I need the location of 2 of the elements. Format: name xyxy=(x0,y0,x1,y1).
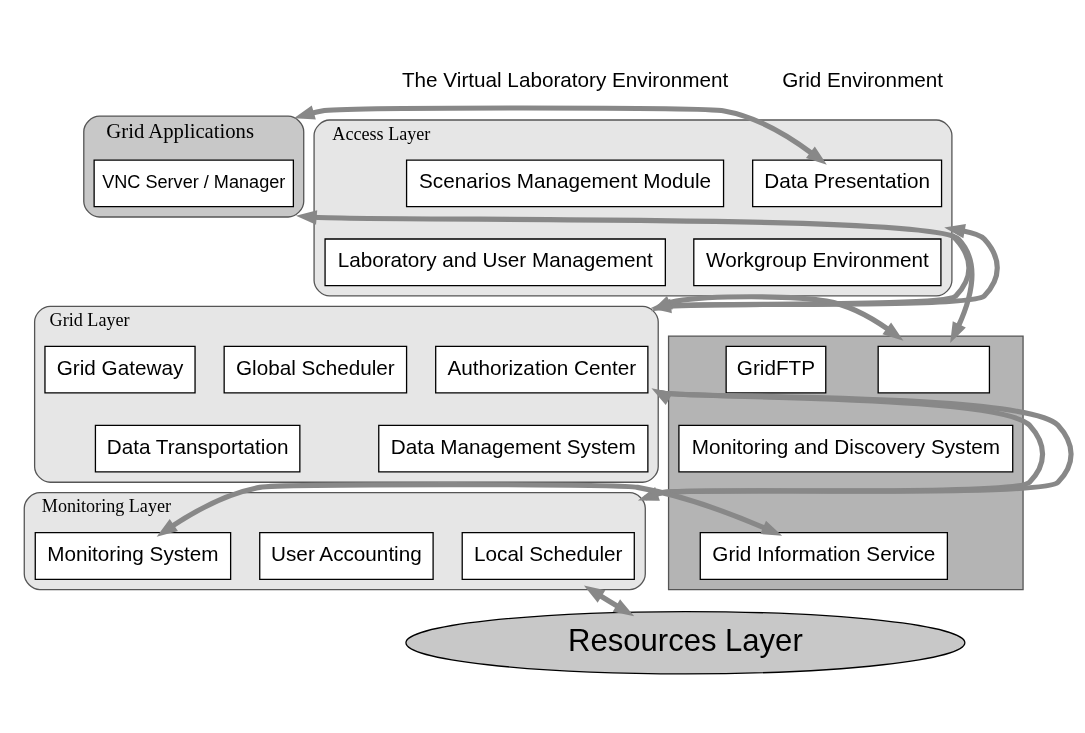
label: The Virtual Laboratory Environment xyxy=(401,68,729,92)
label: Grid Environment xyxy=(782,68,944,92)
